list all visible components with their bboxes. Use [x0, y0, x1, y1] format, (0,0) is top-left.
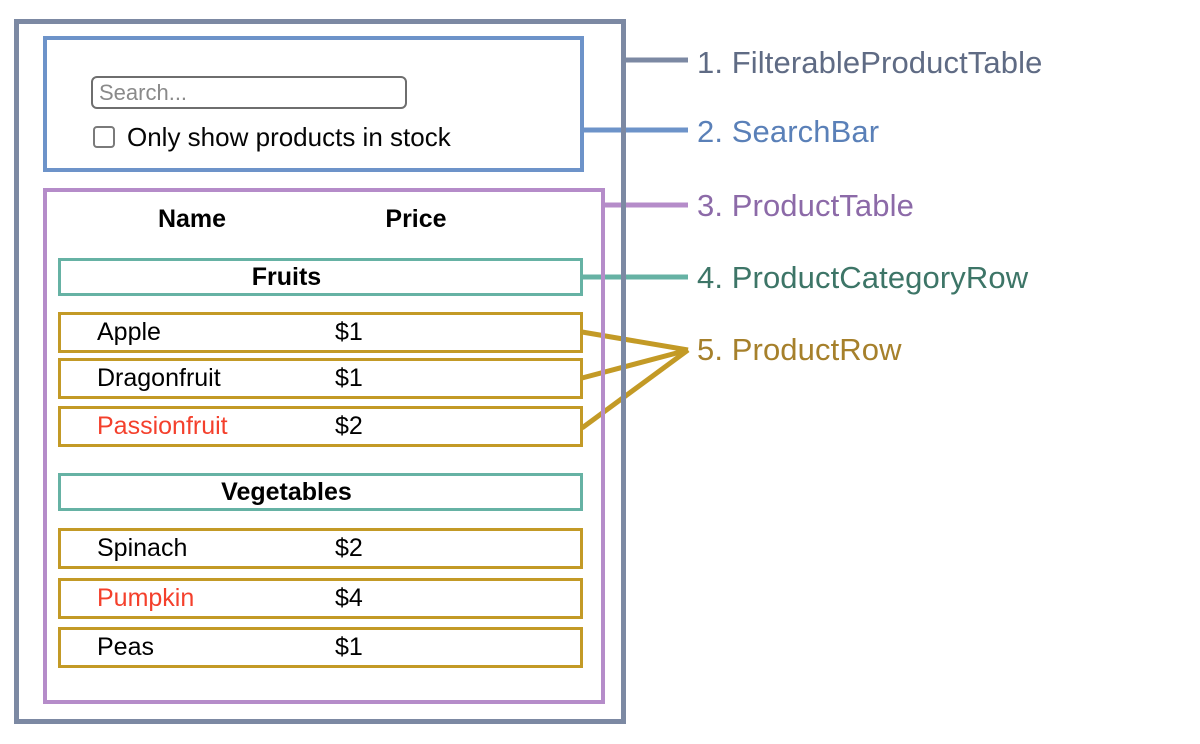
in-stock-checkbox[interactable] [93, 126, 115, 148]
search-bar-boundary [43, 36, 584, 172]
product-category-label: Vegetables [221, 477, 352, 506]
product-row: Pumpkin $4 [58, 578, 583, 619]
product-row: Passionfruit $2 [58, 406, 583, 447]
product-price: $2 [335, 534, 363, 562]
product-price: $2 [335, 412, 363, 440]
product-name: Peas [97, 633, 154, 661]
product-row: Apple $1 [58, 312, 583, 353]
product-name: Passionfruit [97, 412, 228, 440]
legend-item-product-category-row: 4. ProductCategoryRow [697, 260, 1029, 295]
product-name: Dragonfruit [97, 364, 221, 392]
legend-item-product-table: 3. ProductTable [697, 188, 914, 223]
product-category-row: Vegetables [58, 473, 583, 511]
product-row: Peas $1 [58, 627, 583, 668]
filterable-product-table-boundary [14, 19, 626, 724]
product-category-row: Fruits [58, 258, 583, 296]
search-input[interactable] [91, 76, 407, 109]
column-header-name: Name [157, 204, 227, 233]
product-price: $1 [335, 364, 363, 392]
product-name: Spinach [97, 534, 188, 562]
legend-item-search-bar: 2. SearchBar [697, 114, 880, 149]
product-table-boundary [43, 188, 605, 704]
product-row: Dragonfruit $1 [58, 358, 583, 399]
product-name: Apple [97, 318, 161, 346]
stock-filter-row[interactable]: Only show products in stock [93, 124, 451, 150]
product-price: $1 [335, 318, 363, 346]
product-price: $1 [335, 633, 363, 661]
column-header-price: Price [385, 204, 447, 233]
in-stock-checkbox-label: Only show products in stock [127, 122, 451, 152]
legend-item-filterable-product-table: 1. FilterableProductTable [697, 45, 1043, 80]
product-name: Pumpkin [97, 584, 195, 612]
product-row: Spinach $2 [58, 528, 583, 569]
product-price: $4 [335, 584, 363, 612]
legend-item-product-row: 5. ProductRow [697, 332, 902, 367]
product-table-header: Name Price [58, 197, 583, 241]
product-category-label: Fruits [251, 262, 322, 291]
